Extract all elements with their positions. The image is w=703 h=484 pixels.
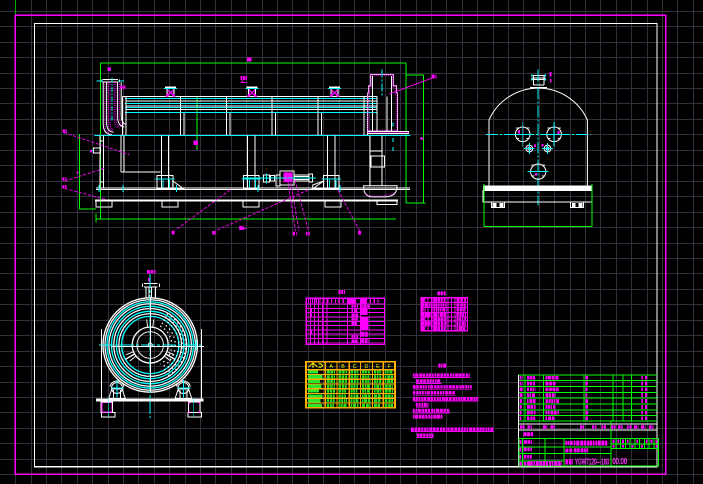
- svg-text:B: B: [341, 364, 345, 370]
- svg-text:A: A: [329, 364, 333, 370]
- svg-text:YGW7120—160: YGW7120—160: [575, 458, 609, 467]
- svg-text:E: E: [376, 364, 380, 370]
- svg-text:F: F: [387, 364, 391, 370]
- svg-text:00.00: 00.00: [612, 457, 627, 466]
- svg-text:C: C: [353, 364, 357, 370]
- svg-text:D: D: [365, 364, 369, 370]
